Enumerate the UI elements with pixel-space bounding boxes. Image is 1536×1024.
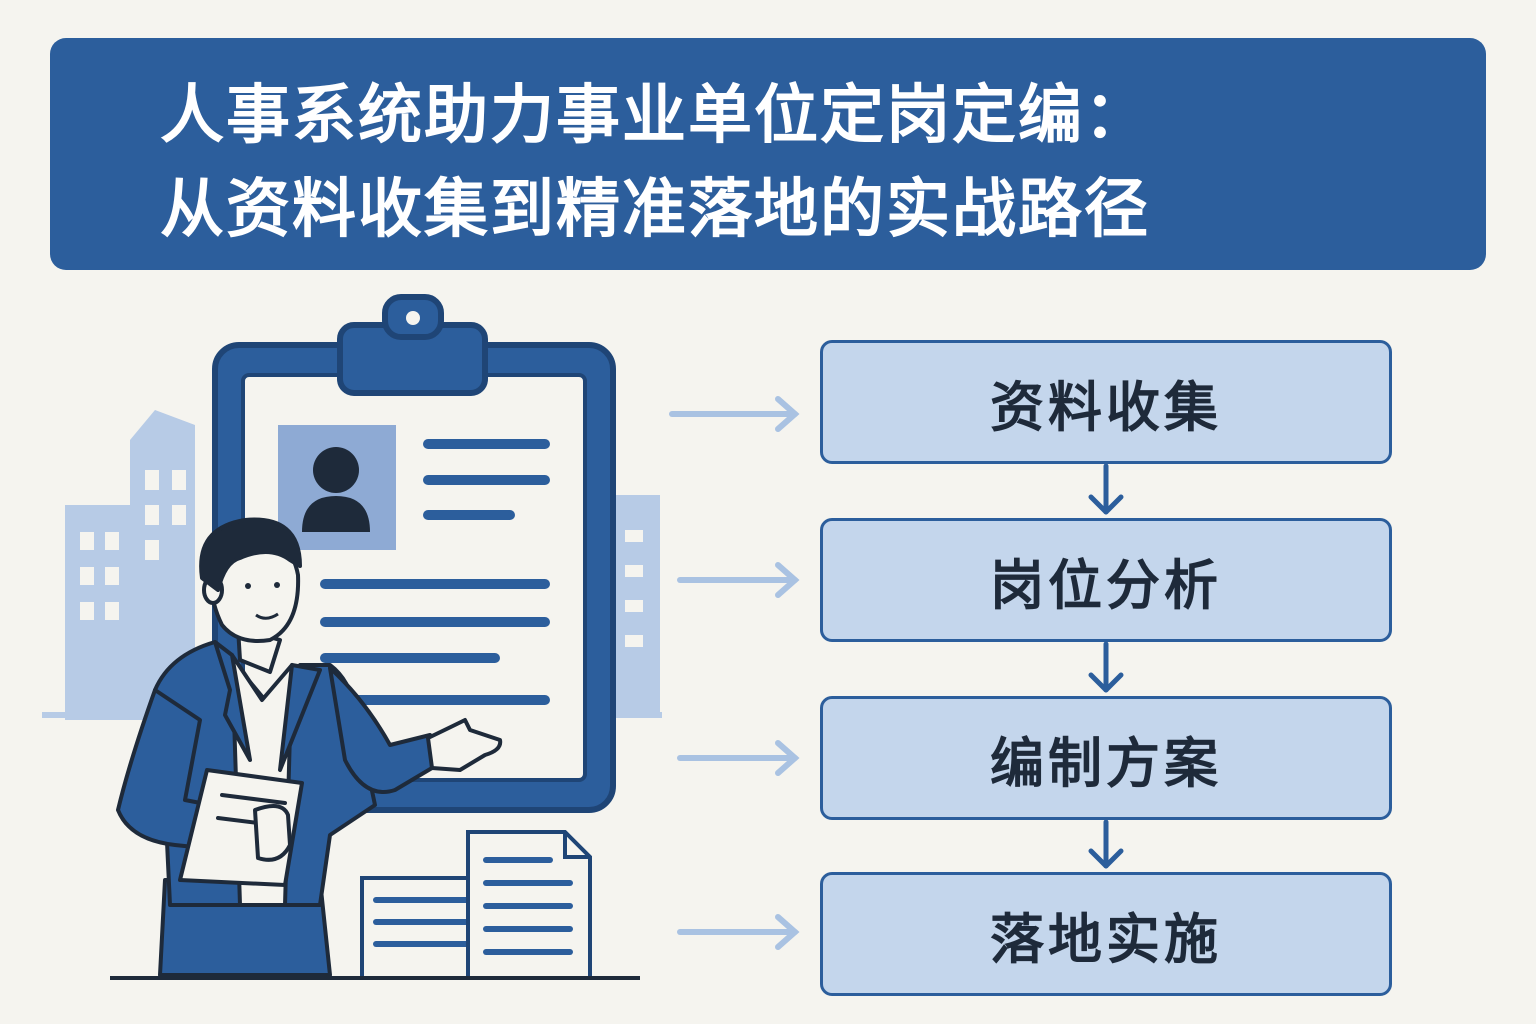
arrow-right-icon [677, 562, 800, 598]
hr-illustration [42, 294, 662, 980]
arrow-right-icon [669, 396, 800, 432]
step-label: 编制方案 [990, 731, 1222, 795]
businessman-icon [116, 517, 503, 977]
title-banner: 人事系统助力事业单位定岗定编： 从资料收集到精准落地的实战路径 [50, 38, 1486, 270]
step-box-collect: 资料收集 [820, 340, 1392, 464]
arrow-right-icon [677, 740, 800, 776]
step-box-plan: 编制方案 [820, 696, 1392, 820]
arrow-down-icon [1088, 641, 1124, 693]
arrow-down-icon [1088, 819, 1124, 869]
step-box-implement: 落地实施 [820, 872, 1392, 996]
page-title-line-1: 人事系统助力事业单位定岗定编： [160, 79, 1150, 153]
step-label: 资料收集 [990, 375, 1222, 439]
arrow-down-icon [1088, 463, 1124, 515]
clipboard-text-lines [320, 439, 550, 705]
step-label: 落地实施 [990, 907, 1222, 971]
step-label: 岗位分析 [990, 553, 1222, 617]
page-title-line-2: 从资料收集到精准落地的实战路径 [160, 173, 1150, 247]
profile-photo-icon [278, 425, 396, 550]
step-box-analysis: 岗位分析 [820, 518, 1392, 642]
arrow-right-icon [677, 914, 800, 950]
